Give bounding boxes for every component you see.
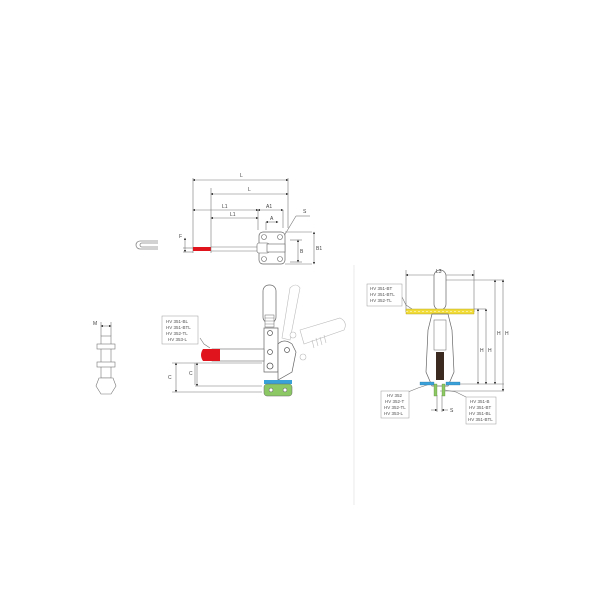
dim-B: B [300,249,304,255]
top-view [183,178,316,265]
dim-B1: B1 [316,246,322,252]
dim-C-inner: C [189,371,193,377]
callout-front-bl-3: HV 352-TL [384,405,406,410]
dim-S-front: S [450,408,454,414]
spindle-dark [436,352,444,380]
callout-side-line-3: HV 352-TL [166,331,188,336]
dim-S-top: S [303,209,307,215]
spring-pin-icon [135,240,158,250]
callout-front-br-4: HV 351-BTL [468,417,493,422]
callout-side-line-1: HV 351-BL [166,319,189,324]
dim-H2: H [488,348,492,354]
dim-A: A [270,216,274,222]
callout-front-br-2: HV 351-BT [469,405,492,410]
callout-front-bl-4: HV 353-L [384,411,404,416]
callout-front-bottom-left [380,390,410,419]
dim-M: M [93,321,97,327]
dim-F: F [179,234,182,240]
top-view-clamp [193,231,286,265]
dim-L3: L3 [436,269,442,275]
dim-A1: A1 [266,204,272,210]
handle-grip-top [193,247,211,251]
callout-side-line-4: HV 353-L [168,337,188,342]
callout-front-top-3: HV 352-TL [370,298,392,303]
handle-grip-side [201,349,220,361]
dim-H1: H [480,348,484,354]
dim-L1-outer: L1 [222,204,228,210]
dim-C-outer: C [168,375,172,381]
callout-front-top [366,283,403,307]
callout-front-br-1: HV 351-B [470,399,490,404]
callout-front-bottom-right [465,396,497,425]
callout-front-br-3: HV 351-BL [469,411,492,416]
base-stripe [264,380,292,384]
callout-front-top-2: HV 351-BTL [370,292,395,297]
dim-L-inner: L [248,187,251,193]
dim-H4: H [505,331,509,337]
dim-H3: H [497,331,501,337]
callout-front-bl-1: HV 352 [387,393,403,398]
callout-side-line-2: HV 351-BTL [166,325,191,330]
front-view [353,265,505,505]
callout-front-bl-2: HV 352-T [385,399,405,404]
callout-side [161,315,199,345]
dim-L-outer: L [240,173,243,179]
callout-front-top-1: HV 351-BT [370,286,393,291]
dim-L1-inner: L1 [230,212,236,218]
base-plate-side [263,383,293,397]
side-view [161,284,346,397]
spindle-view [95,322,117,395]
